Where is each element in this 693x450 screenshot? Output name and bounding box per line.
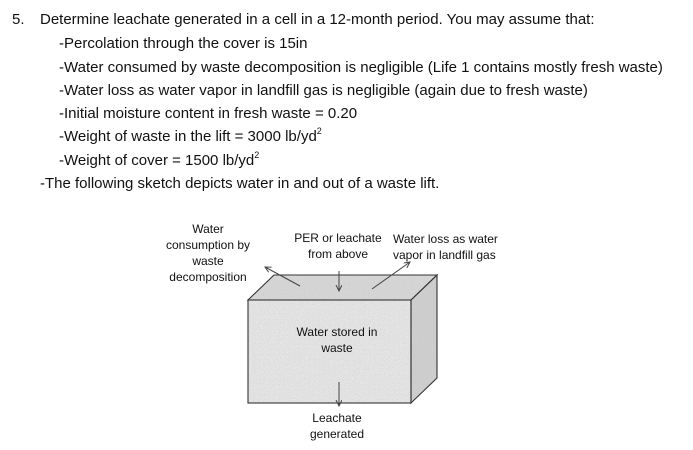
waste-lift-side-texture	[411, 275, 437, 403]
sketch-intro: -The following sketch depicts water in a…	[40, 175, 440, 192]
assumption-vapor-loss: -Water loss as water vapor in landfill g…	[59, 82, 588, 99]
label-leachate-generated: Leachate generated	[287, 410, 387, 442]
exponent: 2	[316, 126, 322, 136]
label-per-leachate: PER or leachate from above	[288, 230, 388, 262]
label-line: PER or leachate	[294, 231, 382, 245]
assumption-decomposition: -Water consumed by waste decomposition i…	[59, 59, 663, 76]
label-line: waste	[321, 341, 353, 355]
assumption-percolation: -Percolation through the cover is 15in	[59, 35, 308, 52]
question-text: Determine leachate generated in a cell i…	[40, 11, 595, 28]
waste-lift-outline	[246, 273, 439, 405]
exponent: 2	[254, 150, 260, 160]
waste-lift-top-texture	[248, 275, 437, 300]
label-line: vapor in landfill gas	[393, 248, 496, 262]
label-line: Water loss as water	[393, 232, 498, 246]
arrow-vapor-out	[371, 262, 410, 290]
assumption-cover-weight-text: -Weight of cover = 1500 lb/yd	[59, 152, 255, 169]
arrow-consumption-out	[265, 267, 301, 287]
waste-lift-front-texture	[248, 300, 411, 403]
label-line: Water stored in	[296, 325, 378, 339]
label-line: generated	[309, 427, 365, 441]
question-number: 5.	[12, 11, 25, 28]
label-water-consumption: Water consumption by waste decomposition	[158, 221, 258, 285]
label-line: consumption by	[165, 238, 251, 252]
assumption-waste-weight-text: -Weight of waste in the lift = 3000 lb/y…	[59, 128, 317, 145]
assumption-moisture: -Initial moisture content in fresh waste…	[59, 105, 358, 122]
label-water-stored: Water stored in waste	[287, 324, 387, 356]
assumption-cover-weight: -Weight of cover = 1500 lb/yd2	[59, 150, 260, 170]
label-line: decomposition	[169, 270, 247, 284]
label-water-vapor-loss: Water loss as water vapor in landfill ga…	[393, 231, 508, 263]
label-line: waste	[192, 254, 224, 268]
assumption-waste-weight: -Weight of waste in the lift = 3000 lb/y…	[59, 126, 322, 146]
label-line: from above	[307, 247, 369, 261]
label-line: Water	[192, 222, 224, 236]
label-line: Leachate	[312, 411, 362, 425]
